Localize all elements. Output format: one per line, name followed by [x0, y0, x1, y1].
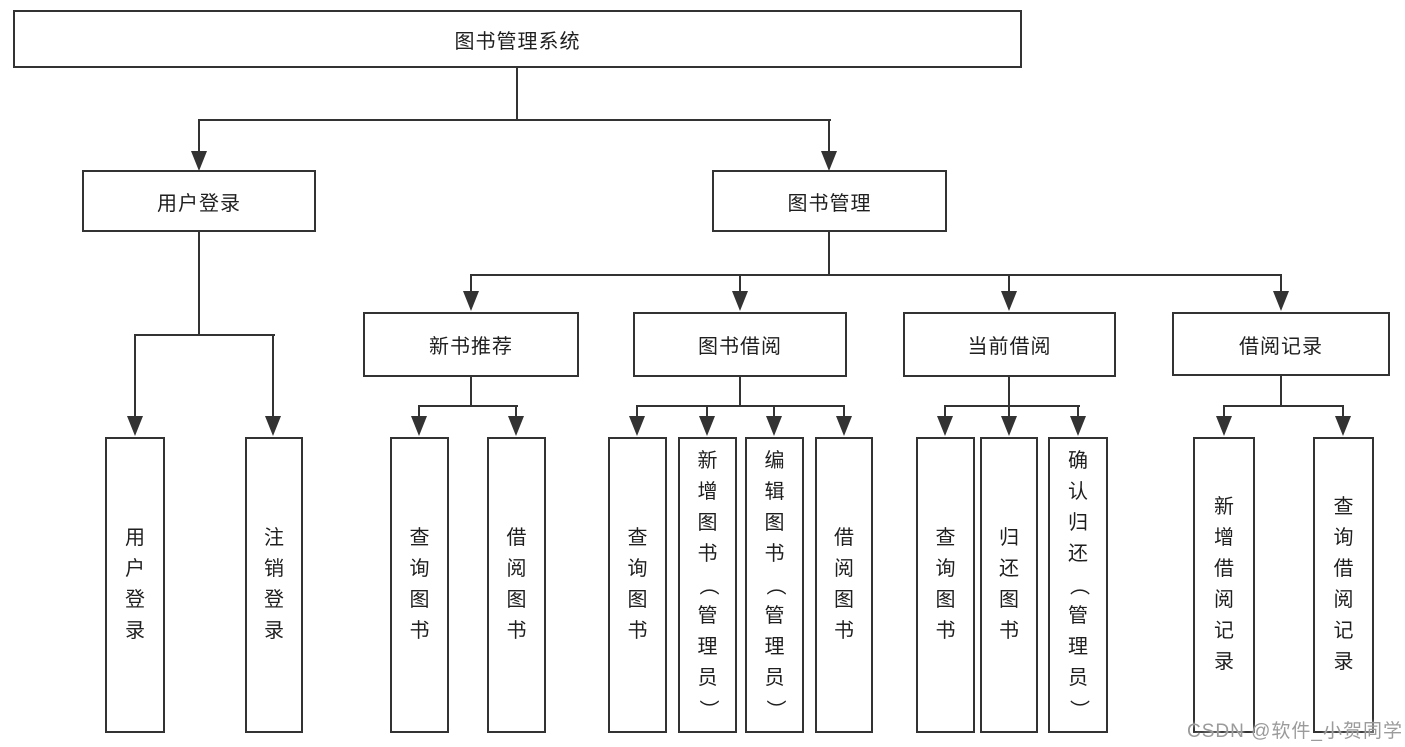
node-current-borrowing: 当前借阅: [903, 312, 1116, 377]
node-edit-books-admin-label: 编辑图书（管理员）: [764, 449, 786, 720]
node-add-books-admin: 新增图书（管理员）: [678, 437, 737, 733]
node-query-books-current-label: 查询图书: [935, 527, 956, 642]
node-add-borrow-record-label: 新增借阅记录: [1214, 496, 1234, 673]
connector-vline: [1008, 274, 1010, 293]
node-query-borrow-record: 查询借阅记录: [1313, 437, 1374, 733]
connector-vline: [828, 119, 830, 153]
arrow-down-icon: [821, 151, 837, 171]
node-logout: 注销登录: [245, 437, 303, 733]
arrow-down-icon: [699, 416, 715, 436]
node-query-books-borrowing: 查询图书: [608, 437, 667, 733]
arrow-down-icon: [629, 416, 645, 436]
arrow-down-icon: [766, 416, 782, 436]
node-borrow-books-borrowing: 借阅图书: [815, 437, 873, 733]
node-user-login-group: 用户登录: [82, 170, 316, 232]
node-book-borrowing-label: 图书借阅: [698, 336, 782, 358]
node-return-books-label: 归还图书: [999, 527, 1019, 642]
connector-hline: [1224, 405, 1344, 407]
connector-vline: [1342, 405, 1344, 418]
node-user-login-label: 用户登录: [125, 527, 145, 642]
connector-vline: [418, 405, 420, 418]
node-borrowing-records: 借阅记录: [1172, 312, 1390, 376]
node-add-borrow-record: 新增借阅记录: [1193, 437, 1255, 733]
node-borrow-books-borrowing-label: 借阅图书: [834, 527, 854, 642]
node-logout-label: 注销登录: [264, 527, 284, 642]
arrow-down-icon: [508, 416, 524, 436]
arrow-down-icon: [732, 291, 748, 311]
node-user-login-group-label: 用户登录: [157, 192, 241, 215]
arrow-down-icon: [127, 416, 143, 436]
node-borrow-books-recommend: 借阅图书: [487, 437, 546, 733]
connector-vline: [843, 405, 845, 418]
arrow-down-icon: [265, 416, 281, 436]
connector-vline: [198, 232, 200, 335]
node-add-books-admin-label: 新增图书（管理员）: [697, 449, 719, 720]
node-query-books-borrowing-label: 查询图书: [627, 527, 648, 642]
arrow-down-icon: [937, 416, 953, 436]
connector-hline: [419, 405, 518, 407]
connector-vline: [1280, 274, 1282, 293]
arrow-down-icon: [1216, 416, 1232, 436]
node-query-books-recommend: 查询图书: [390, 437, 449, 733]
connector-vline: [470, 375, 472, 407]
arrow-down-icon: [411, 416, 427, 436]
node-borrowing-records-label: 借阅记录: [1239, 335, 1323, 358]
arrow-down-icon: [1273, 291, 1289, 311]
connector-vline: [134, 334, 136, 418]
watermark-text: CSDN @软件_小贺同学: [1187, 721, 1403, 742]
connector-vline: [272, 334, 274, 418]
arrow-down-icon: [1335, 416, 1351, 436]
node-book-management-label: 图书管理: [787, 192, 872, 215]
connector-vline: [739, 274, 741, 293]
node-root: 图书管理系统: [13, 10, 1022, 68]
connector-vline: [636, 405, 638, 418]
arrow-down-icon: [1001, 291, 1017, 311]
connector-vline: [516, 68, 518, 120]
connector-vline: [706, 405, 708, 418]
arrow-down-icon: [836, 416, 852, 436]
node-query-borrow-record-label: 查询借阅记录: [1333, 496, 1354, 673]
connector-hline: [470, 274, 1282, 276]
node-book-borrowing: 图书借阅: [633, 312, 847, 377]
node-query-books-current: 查询图书: [916, 437, 975, 733]
arrow-down-icon: [463, 291, 479, 311]
connector-hline: [945, 405, 1080, 407]
node-book-management: 图书管理: [712, 170, 947, 232]
node-new-book-recommend: 新书推荐: [363, 312, 579, 377]
connector-hline: [637, 405, 845, 407]
connector-vline: [198, 119, 200, 153]
connector-vline: [1008, 375, 1010, 407]
arrow-down-icon: [191, 151, 207, 171]
node-return-books: 归还图书: [980, 437, 1038, 733]
node-new-book-recommend-label: 新书推荐: [429, 336, 513, 358]
connector-vline: [1223, 405, 1225, 418]
connector-vline: [1008, 405, 1010, 418]
connector-vline: [773, 405, 775, 418]
connector-vline: [828, 232, 830, 276]
node-user-login: 用户登录: [105, 437, 165, 733]
connector-vline: [1280, 375, 1282, 407]
node-confirm-return-admin: 确认归还（管理员）: [1048, 437, 1108, 733]
connector-hline: [198, 119, 831, 121]
node-edit-books-admin: 编辑图书（管理员）: [745, 437, 804, 733]
connector-vline: [1077, 405, 1079, 418]
node-confirm-return-admin-label: 确认归还（管理员）: [1067, 449, 1090, 720]
node-root-label: 图书管理系统: [454, 30, 581, 53]
arrow-down-icon: [1001, 416, 1017, 436]
connector-vline: [515, 405, 517, 418]
connector-vline: [739, 375, 741, 407]
arrow-down-icon: [1070, 416, 1086, 436]
node-query-books-recommend-label: 查询图书: [409, 527, 430, 642]
node-current-borrowing-label: 当前借阅: [967, 336, 1052, 358]
node-borrow-books-recommend-label: 借阅图书: [506, 527, 527, 642]
connector-vline: [470, 274, 472, 293]
connector-vline: [944, 405, 946, 418]
connector-hline: [134, 334, 275, 336]
